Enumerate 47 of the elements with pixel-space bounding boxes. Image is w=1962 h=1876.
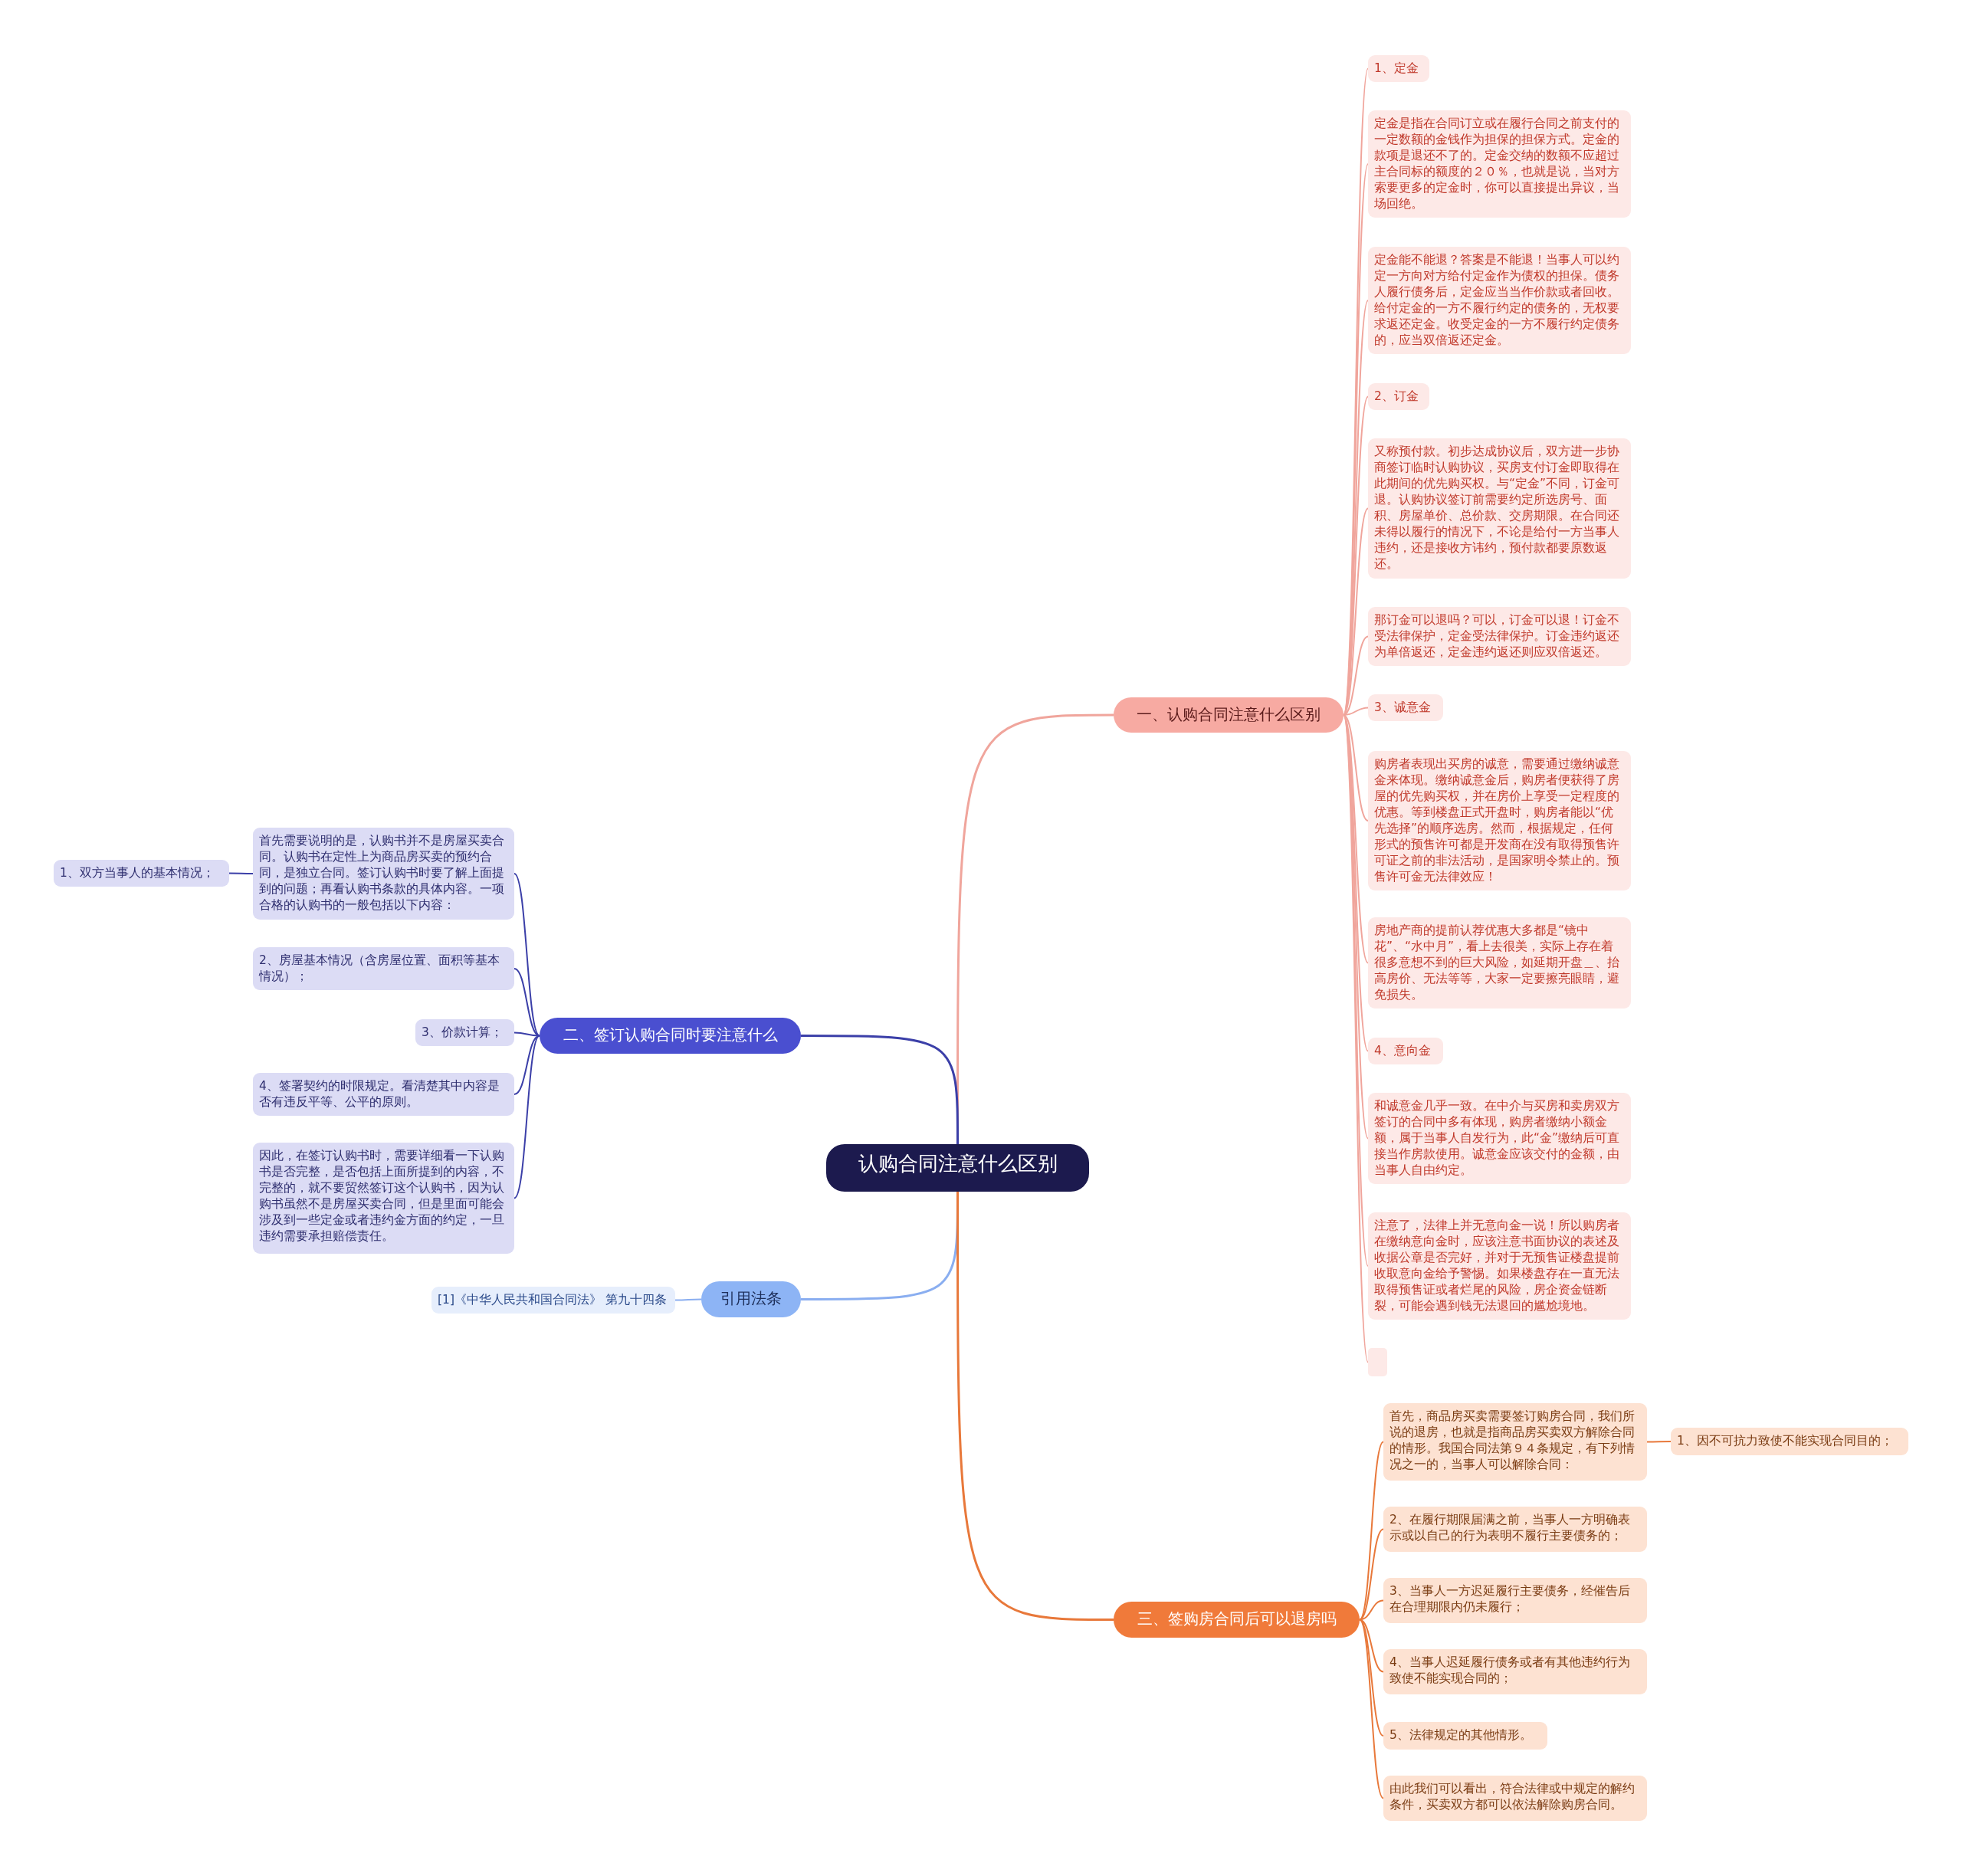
connector-line (956, 1192, 1114, 1621)
note-box: 1、双方当事人的基本情况； (54, 860, 229, 887)
note-box: 2、订金 (1368, 383, 1429, 410)
connector-line (1343, 635, 1369, 716)
connector-line (1359, 1441, 1384, 1621)
note-box: 注意了，法律上并无意向金一说！所以购房者在缴纳意向金时，应该注意书面协议的表述及收据公章是否完好，并对于无预售证楼盘提前收取意向金给予警惕。如果楼盘存在一直无法取得预售证或者烂尾的风险，房企资金链断裂，可能会遇到钱无法退回的尴尬境地。 (1368, 1212, 1631, 1320)
note-box: 2、房屋基本情况（含房屋位置、面积等基本情况）； (253, 947, 514, 990)
connector-line (513, 1035, 540, 1199)
note-box: 购房者表现出买房的诚意，需要通过缴纳诚意金来体现。缴纳诚意金后，购房者便获得了房屋的优先购买权，并在房价上享受一定程度的优惠。等到楼盘正式开盘时，购房者能以“优先选择”的顺序选房。然而，根据规定，任何形式的预售许可都是开发商在没有取得预售许可证之前的非法活动，是国家明令禁止的。预售许可金无法律效应！ (1368, 751, 1631, 890)
note-box: 定金能不能退？答案是不能退！当事人可以约定一方向对方给付定金作为债权的担保。债务人履行债务后，定金应当当作价款或者回收。给付定金的一方不履行约定的债务的，无权要求返还定金。收受定金的一方不履行约定债务的，应当双倍返还定金。 (1368, 247, 1631, 354)
connector-line (1646, 1441, 1672, 1443)
connector-line (513, 873, 540, 1037)
connector-line (1343, 707, 1369, 716)
connector-line (1359, 1619, 1384, 1799)
central-topic: 认购合同注意什么区别 (826, 1144, 1089, 1192)
note-box: 3、当事人一方迟延履行主要债务，经催告后在合理期限内仍未履行； (1383, 1578, 1647, 1623)
branch-topic: 三、签购房合同后可以退房吗 (1114, 1602, 1360, 1638)
note-box: 又称预付款。初步达成协议后，双方进一步协商签订临时认购协议，买房支付订金即取得在此期间的优先购买权。与“定金”不同，订金可退。认购协议签订前需要约定所选房号、面积、房屋单价、总价款、交房期限。在合同还未得以履行的情况下，不论是给付一方当事人违约，还是接收方讳约，预付款都要原数返还。 (1368, 438, 1631, 579)
note-box: 因此，在签订认购书时，需要详细看一下认购书是否完整，是否包括上面所提到的内容，不完整的，就不要贸然签订这个认购书，因为认购书虽然不是房屋买卖合同，但是里面可能会涉及到一些定金或者违约金方面的约定，一旦违约需要承担赔偿责任。 (253, 1143, 514, 1254)
note-box: 那订金可以退吗？可以，订金可以退！订金不受法律保护，定金受法律保护。订金违约返还为单倍返还，定金违约返还则应双倍返还。 (1368, 607, 1631, 666)
connector-line (1359, 1528, 1384, 1621)
note-box: 4、当事人迟延履行债务或者有其他违约行为致使不能实现合同的； (1383, 1649, 1647, 1694)
connector-line (228, 872, 254, 874)
note-box: 2、在履行期限届满之前，当事人一方明确表示或以自己的行为表明不履行主要债务的； (1383, 1507, 1647, 1552)
note-box: 4、签署契约的时限规定。看清楚其中内容是否有违反平等、公平的原则。 (253, 1073, 514, 1116)
note-box: 3、诚意金 (1368, 694, 1443, 721)
connector-line (1343, 507, 1369, 716)
empty-box (1368, 1348, 1387, 1376)
note-box: [1]《中华人民共和国合同法》 第九十四条 (431, 1287, 675, 1314)
branch-topic: 引用法条 (701, 1281, 801, 1317)
connector-line (1343, 714, 1369, 822)
note-box: 房地产商的提前认荐优惠大多都是“镜中花”、“水中月”，看上去很美，实际上存在着很多意想不到的巨大风险，如延期开盘＿、抬高房价、无法等等，大家一定要擦亮眼睛，避免损失。 (1368, 917, 1631, 1009)
note-box: 4、意向金 (1368, 1038, 1443, 1064)
branch-topic: 一、认购合同注意什么区别 (1114, 697, 1344, 733)
note-box: 定金是指在合同订立或在履行合同之前支付的一定数额的金钱作为担保的担保方式。定金的款项是退还不了的。定金交纳的数额不应超过主合同标的额度的２０％，也就是说，当对方索要更多的定金时，你可以直接提出异议，当场回绝。 (1368, 110, 1631, 218)
note-box: 3、价款计算； (415, 1019, 514, 1046)
branch-topic: 二、签订认购合同时要注意什么 (540, 1018, 801, 1054)
note-box: 由此我们可以看出，符合法律或中规定的解约条件，买卖双方都可以依法解除购房合同。 (1383, 1776, 1647, 1821)
connector-line (674, 1298, 702, 1301)
connector-line (801, 1035, 959, 1144)
note-box: 首先需要说明的是，认购书并不是房屋买卖合同。认购书在定性上为商品房买卖的预约合同，是独立合同。签订认购书时要了解上面提到的问题；再看认购书条款的具体内容。一项合格的认购书的一般包括以下内容： (253, 828, 514, 920)
note-box: 和诚意金几乎一致。在中介与买房和卖房双方签订的合同中多有体现，购房者缴纳小额金额，属于当事人自发行为，此“金”缴纳后可直接当作房款使用。诚意金应该交付的金额，由当事人自由约定。 (1368, 1093, 1631, 1184)
note-box: 1、因不可抗力致使不能实现合同目的； (1671, 1428, 1908, 1455)
note-box: 首先，商品房买卖需要签订购房合同，我们所说的退房，也就是指商品房买卖双方解除合同的情形。我国合同法第９４条规定，有下列情况之一的，当事人可以解除合同： (1383, 1403, 1647, 1481)
connector-line (513, 1035, 540, 1095)
note-box: 5、法律规定的其他情形。 (1383, 1722, 1547, 1750)
note-box: 1、定金 (1368, 55, 1429, 82)
